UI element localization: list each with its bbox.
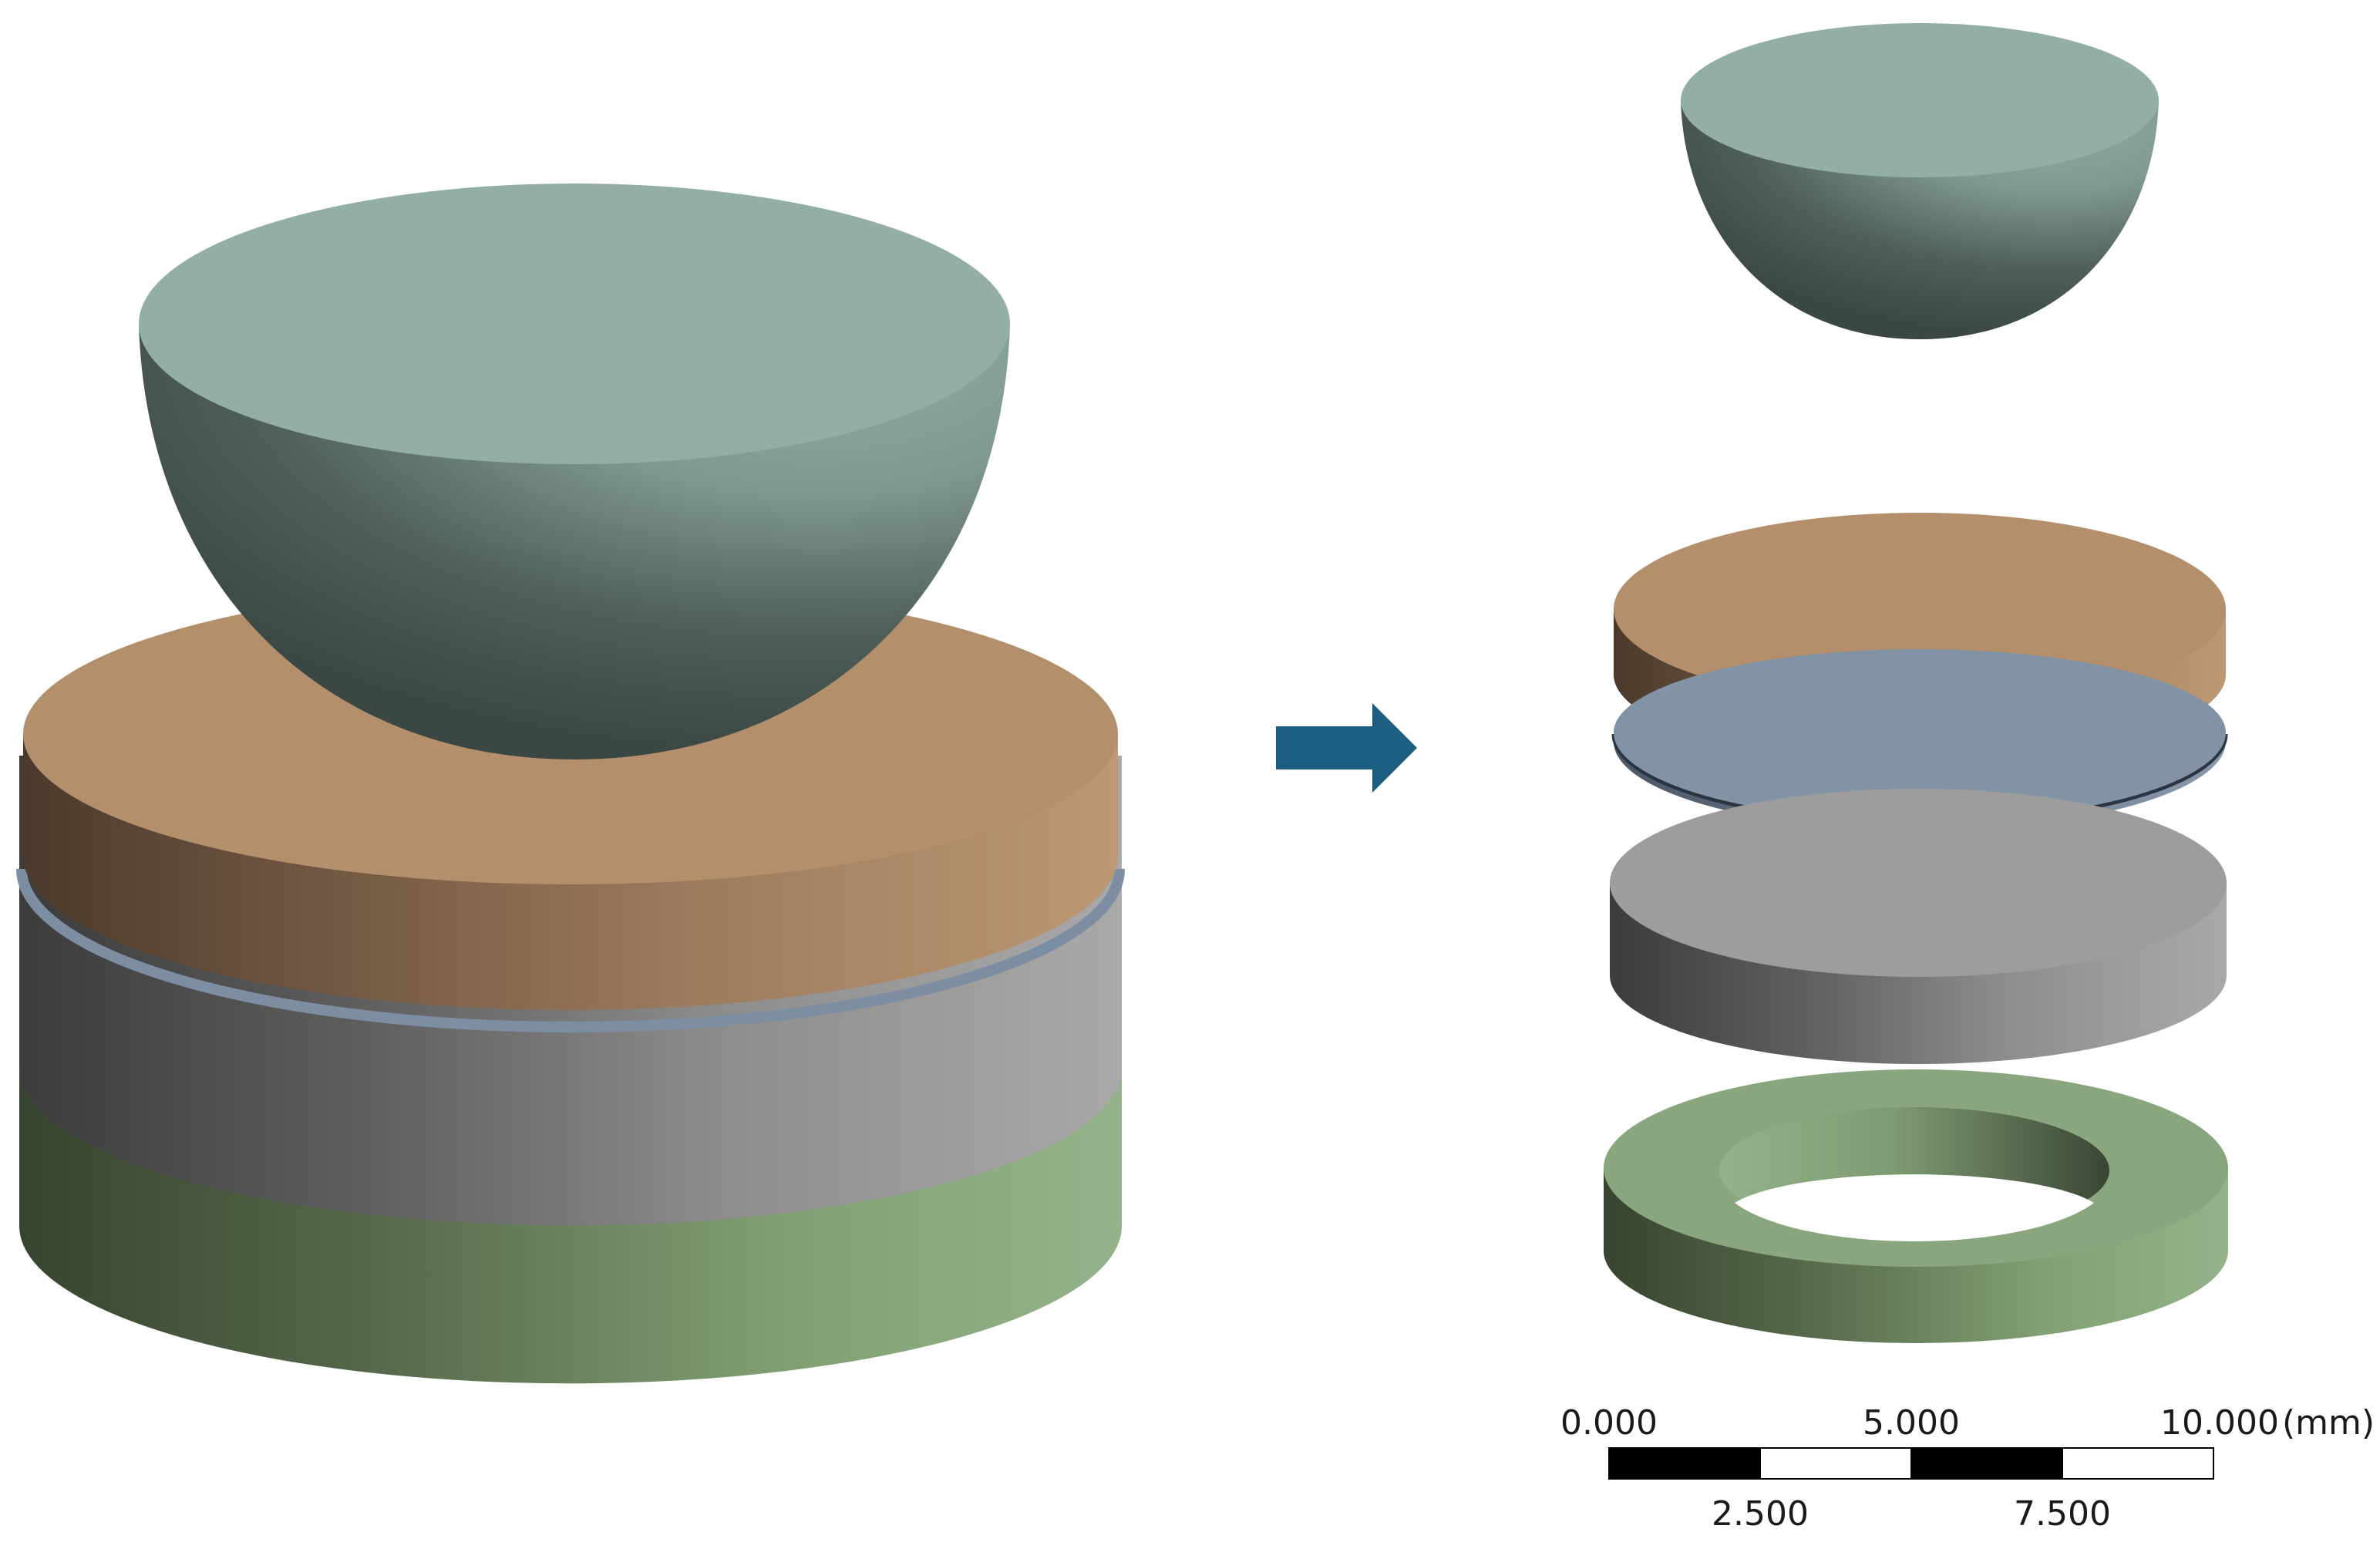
scale-label-2-5: 2.500: [1712, 1494, 1809, 1534]
assembled-interlayer-disc: [16, 868, 1125, 1032]
scale-segment-1: [1608, 1447, 1761, 1480]
exploded-bottom-ring: [1604, 1069, 2228, 1343]
scale-segment-3: [1910, 1447, 2063, 1480]
scale-label-5: 5.000: [1863, 1403, 1960, 1443]
scale-label-7-5: 7.500: [2014, 1494, 2111, 1534]
assembled-view: [16, 184, 1125, 1384]
scale-label-10: 10.000: [2160, 1403, 2279, 1443]
exploded-middle-disc: [1610, 789, 2227, 1064]
scale-bar: 0.000 5.000 10.000 (mm) 2.500 7.500: [1560, 1403, 2375, 1534]
exploded-hemisphere-indenter: [1681, 23, 2159, 339]
scale-segment-2: [1759, 1447, 1912, 1480]
scale-label-0: 0.000: [1560, 1403, 1658, 1443]
scale-segment-4: [2062, 1447, 2214, 1480]
exploded-view: [1604, 23, 2228, 1343]
scale-unit: (mm): [2282, 1403, 2375, 1443]
arrow-icon: [1276, 703, 1417, 793]
assembled-hemisphere-indenter: [139, 184, 1010, 759]
